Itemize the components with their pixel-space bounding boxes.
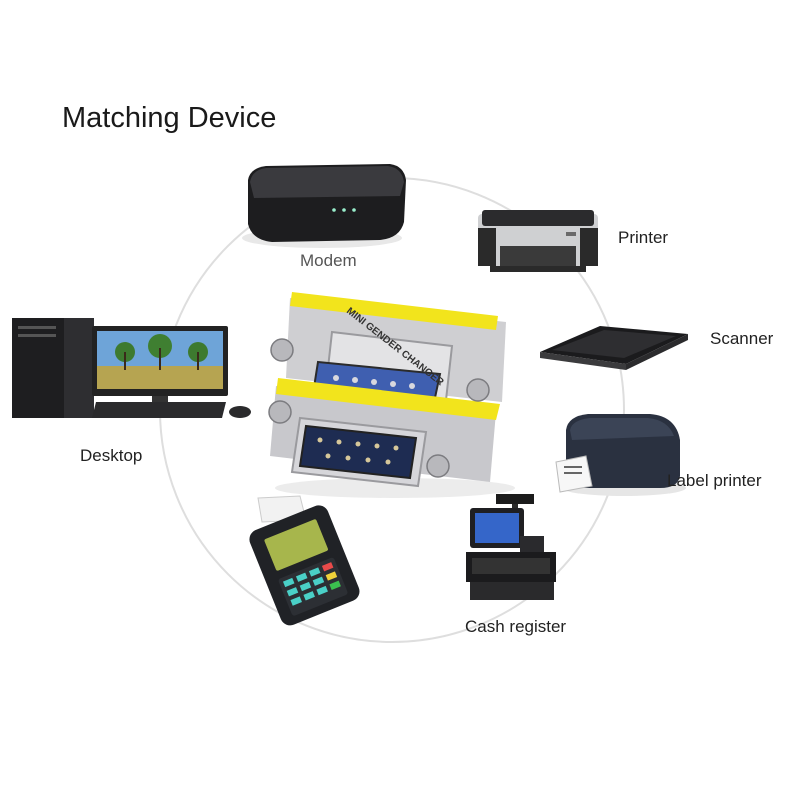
modem-icon <box>242 164 406 248</box>
printer-icon <box>478 210 598 272</box>
label-printer-icon <box>555 414 686 496</box>
desktop-computer-icon <box>12 318 251 418</box>
device-label-desktop: Desktop <box>80 446 143 465</box>
screw-icon <box>466 378 490 402</box>
cash-register-icon <box>466 494 556 600</box>
adapter-yellow-band-top <box>290 292 498 330</box>
device-label-label-printer: Label printer <box>667 471 762 490</box>
screw-icon <box>426 454 450 478</box>
pos-terminal-icon <box>249 495 360 626</box>
db9-male-port <box>298 424 418 480</box>
screw-icon <box>268 400 292 424</box>
page-title: Matching Device <box>62 102 277 134</box>
gender-changer-adapter-image: MINI GENDER CHANGER <box>268 292 515 498</box>
adapter-yellow-band-bottom <box>276 378 500 420</box>
device-label-cash-register: Cash register <box>465 617 567 636</box>
device-label-scanner: Scanner <box>710 329 774 348</box>
screw-icon <box>270 338 294 362</box>
device-label-printer: Printer <box>618 228 669 247</box>
device-label-modem: Modem <box>300 251 357 270</box>
scanner-icon <box>540 326 688 370</box>
